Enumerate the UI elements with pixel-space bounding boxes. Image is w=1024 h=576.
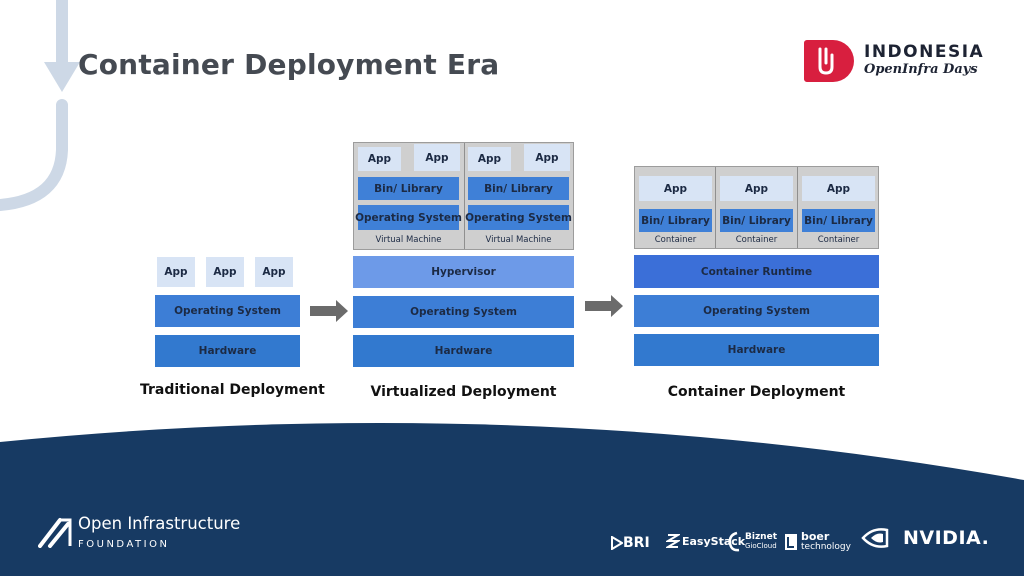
biznet-logo-icon (728, 531, 740, 552)
sponsor-biznet-name: Biznet (745, 532, 777, 542)
virtualized-operating-system: Operating System (353, 296, 574, 328)
foundation-name: Open Infrastructure (78, 514, 241, 533)
virtualized-hardware: Hardware (353, 335, 574, 367)
sponsor-boer-name: boer (801, 530, 830, 543)
container2-library: Bin/ Library (720, 209, 793, 232)
arrow-right-icon (585, 295, 623, 317)
container1-app: App (639, 176, 712, 201)
easystack-logo-icon (666, 534, 680, 548)
vm1-library: Bin/ Library (358, 177, 459, 200)
sponsor-nvidia: NVIDIA. (861, 526, 989, 550)
container-runtime-layer: Container Runtime (634, 255, 879, 288)
container2-label: Container (735, 235, 778, 245)
container-caption: Container Deployment (667, 384, 846, 400)
traditional-hardware: Hardware (155, 335, 300, 367)
container-divider-2 (797, 167, 798, 248)
vm2-library: Bin/ Library (468, 177, 569, 200)
traditional-app-1: App (157, 257, 195, 287)
nvidia-eye-icon (861, 528, 889, 548)
sponsor-bri-name: BRI (623, 535, 650, 551)
vm2-label: Virtual Machine (485, 234, 552, 245)
traditional-app-3: App (255, 257, 293, 287)
vm-divider (464, 143, 465, 249)
container1-library: Bin/ Library (639, 209, 712, 232)
arrow-right-icon (310, 300, 348, 322)
container2-app: App (720, 176, 793, 201)
container1-label: Container (654, 235, 697, 245)
container-operating-system: Operating System (634, 295, 879, 327)
container3-app: App (802, 176, 875, 201)
vm2-app-2: App (524, 144, 570, 171)
sponsor-biznet-sub: GioCloud (745, 542, 777, 550)
vm2-app-1: App (468, 147, 511, 171)
sponsor-bri: BRI (611, 535, 650, 551)
sponsor-boer: boer technology (784, 531, 851, 553)
container-divider-1 (715, 167, 716, 248)
boer-logo-icon (785, 534, 797, 550)
vm1-app-2: App (414, 144, 460, 171)
container3-label: Container (817, 235, 860, 245)
footer-band (0, 422, 1024, 576)
event-name: INDONESIA (864, 42, 985, 62)
slide-title: Container Deployment Era (78, 48, 500, 81)
sponsor-nvidia-name: NVIDIA. (903, 527, 990, 549)
traditional-caption: Traditional Deployment (140, 382, 325, 398)
vm1-operating-system: Operating System (355, 205, 462, 230)
open-infrastructure-logo-icon (38, 518, 72, 548)
decorative-curve (0, 0, 80, 211)
container-hardware: Hardware (634, 334, 879, 366)
virtualized-caption: Virtualized Deployment (370, 384, 557, 400)
event-logo: INDONESIA OpenInfra Days (804, 40, 994, 84)
vm1-app-1: App (358, 147, 401, 171)
sponsor-biznet: Biznet GioCloud (727, 531, 777, 553)
vm1-label: Virtual Machine (375, 234, 442, 245)
event-subtitle: OpenInfra Days (864, 62, 978, 77)
foundation-subtitle: FOUNDATION (78, 539, 170, 550)
bri-logo-icon (611, 536, 623, 550)
hypervisor-layer: Hypervisor (353, 256, 574, 288)
vm2-operating-system: Operating System (465, 205, 572, 230)
traditional-app-2: App (206, 257, 244, 287)
sponsor-boer-sub: technology (801, 542, 851, 552)
container3-library: Bin/ Library (802, 209, 875, 232)
traditional-operating-system: Operating System (155, 295, 300, 327)
openinfra-days-d-icon (804, 40, 854, 82)
